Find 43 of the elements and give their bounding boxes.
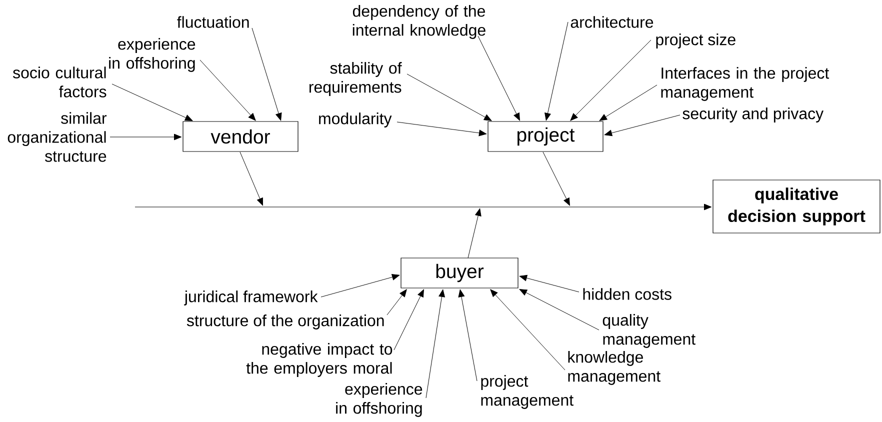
arrow [544,22,568,121]
category-box: project [488,121,604,152]
arrow [478,36,520,121]
factor-label: dependency of the internal knowledge [352,5,486,39]
factor-label: experience in offshoring [109,38,196,72]
arrow [320,274,400,298]
arrow [542,152,570,206]
arrow [570,40,652,121]
arrow [112,84,193,121]
arrow [519,274,580,292]
factor-label: modularity [319,112,392,128]
factor-label: hidden costs [583,288,672,300]
factor-label: socio cultural factors [13,66,106,98]
arrow [458,289,478,382]
factor-label: stability of requirements [310,62,402,96]
result-box: qualitative decision support [712,180,880,234]
category-box: buyer [400,258,518,288]
arrow [110,134,182,140]
factor-label: security and privacy [682,108,824,122]
factor-label: fluctuation [177,16,249,28]
factor-label: structure of the organization [186,314,384,330]
factor-label: quality management [602,314,696,348]
arrow [200,60,256,121]
arrow [252,28,282,121]
arrow [519,289,600,330]
factor-label: experience in offshoring [336,383,422,417]
factor-label: project size [656,34,736,48]
arrow [468,208,482,258]
arrow [426,289,445,398]
factor-label: architecture [570,16,654,28]
arrow [386,289,407,316]
arrow [240,152,263,206]
arrow [604,114,680,136]
arrow [406,74,492,121]
category-box: vendor [182,121,298,152]
arrow [599,84,658,121]
factor-label: juridical framework [184,290,318,306]
arrow [396,122,487,136]
arrow [490,289,566,370]
factor-label: knowledge management [568,351,660,385]
spine-arrow [134,204,712,210]
factor-label: similar organizational structure [8,112,107,162]
arrow [394,289,424,350]
